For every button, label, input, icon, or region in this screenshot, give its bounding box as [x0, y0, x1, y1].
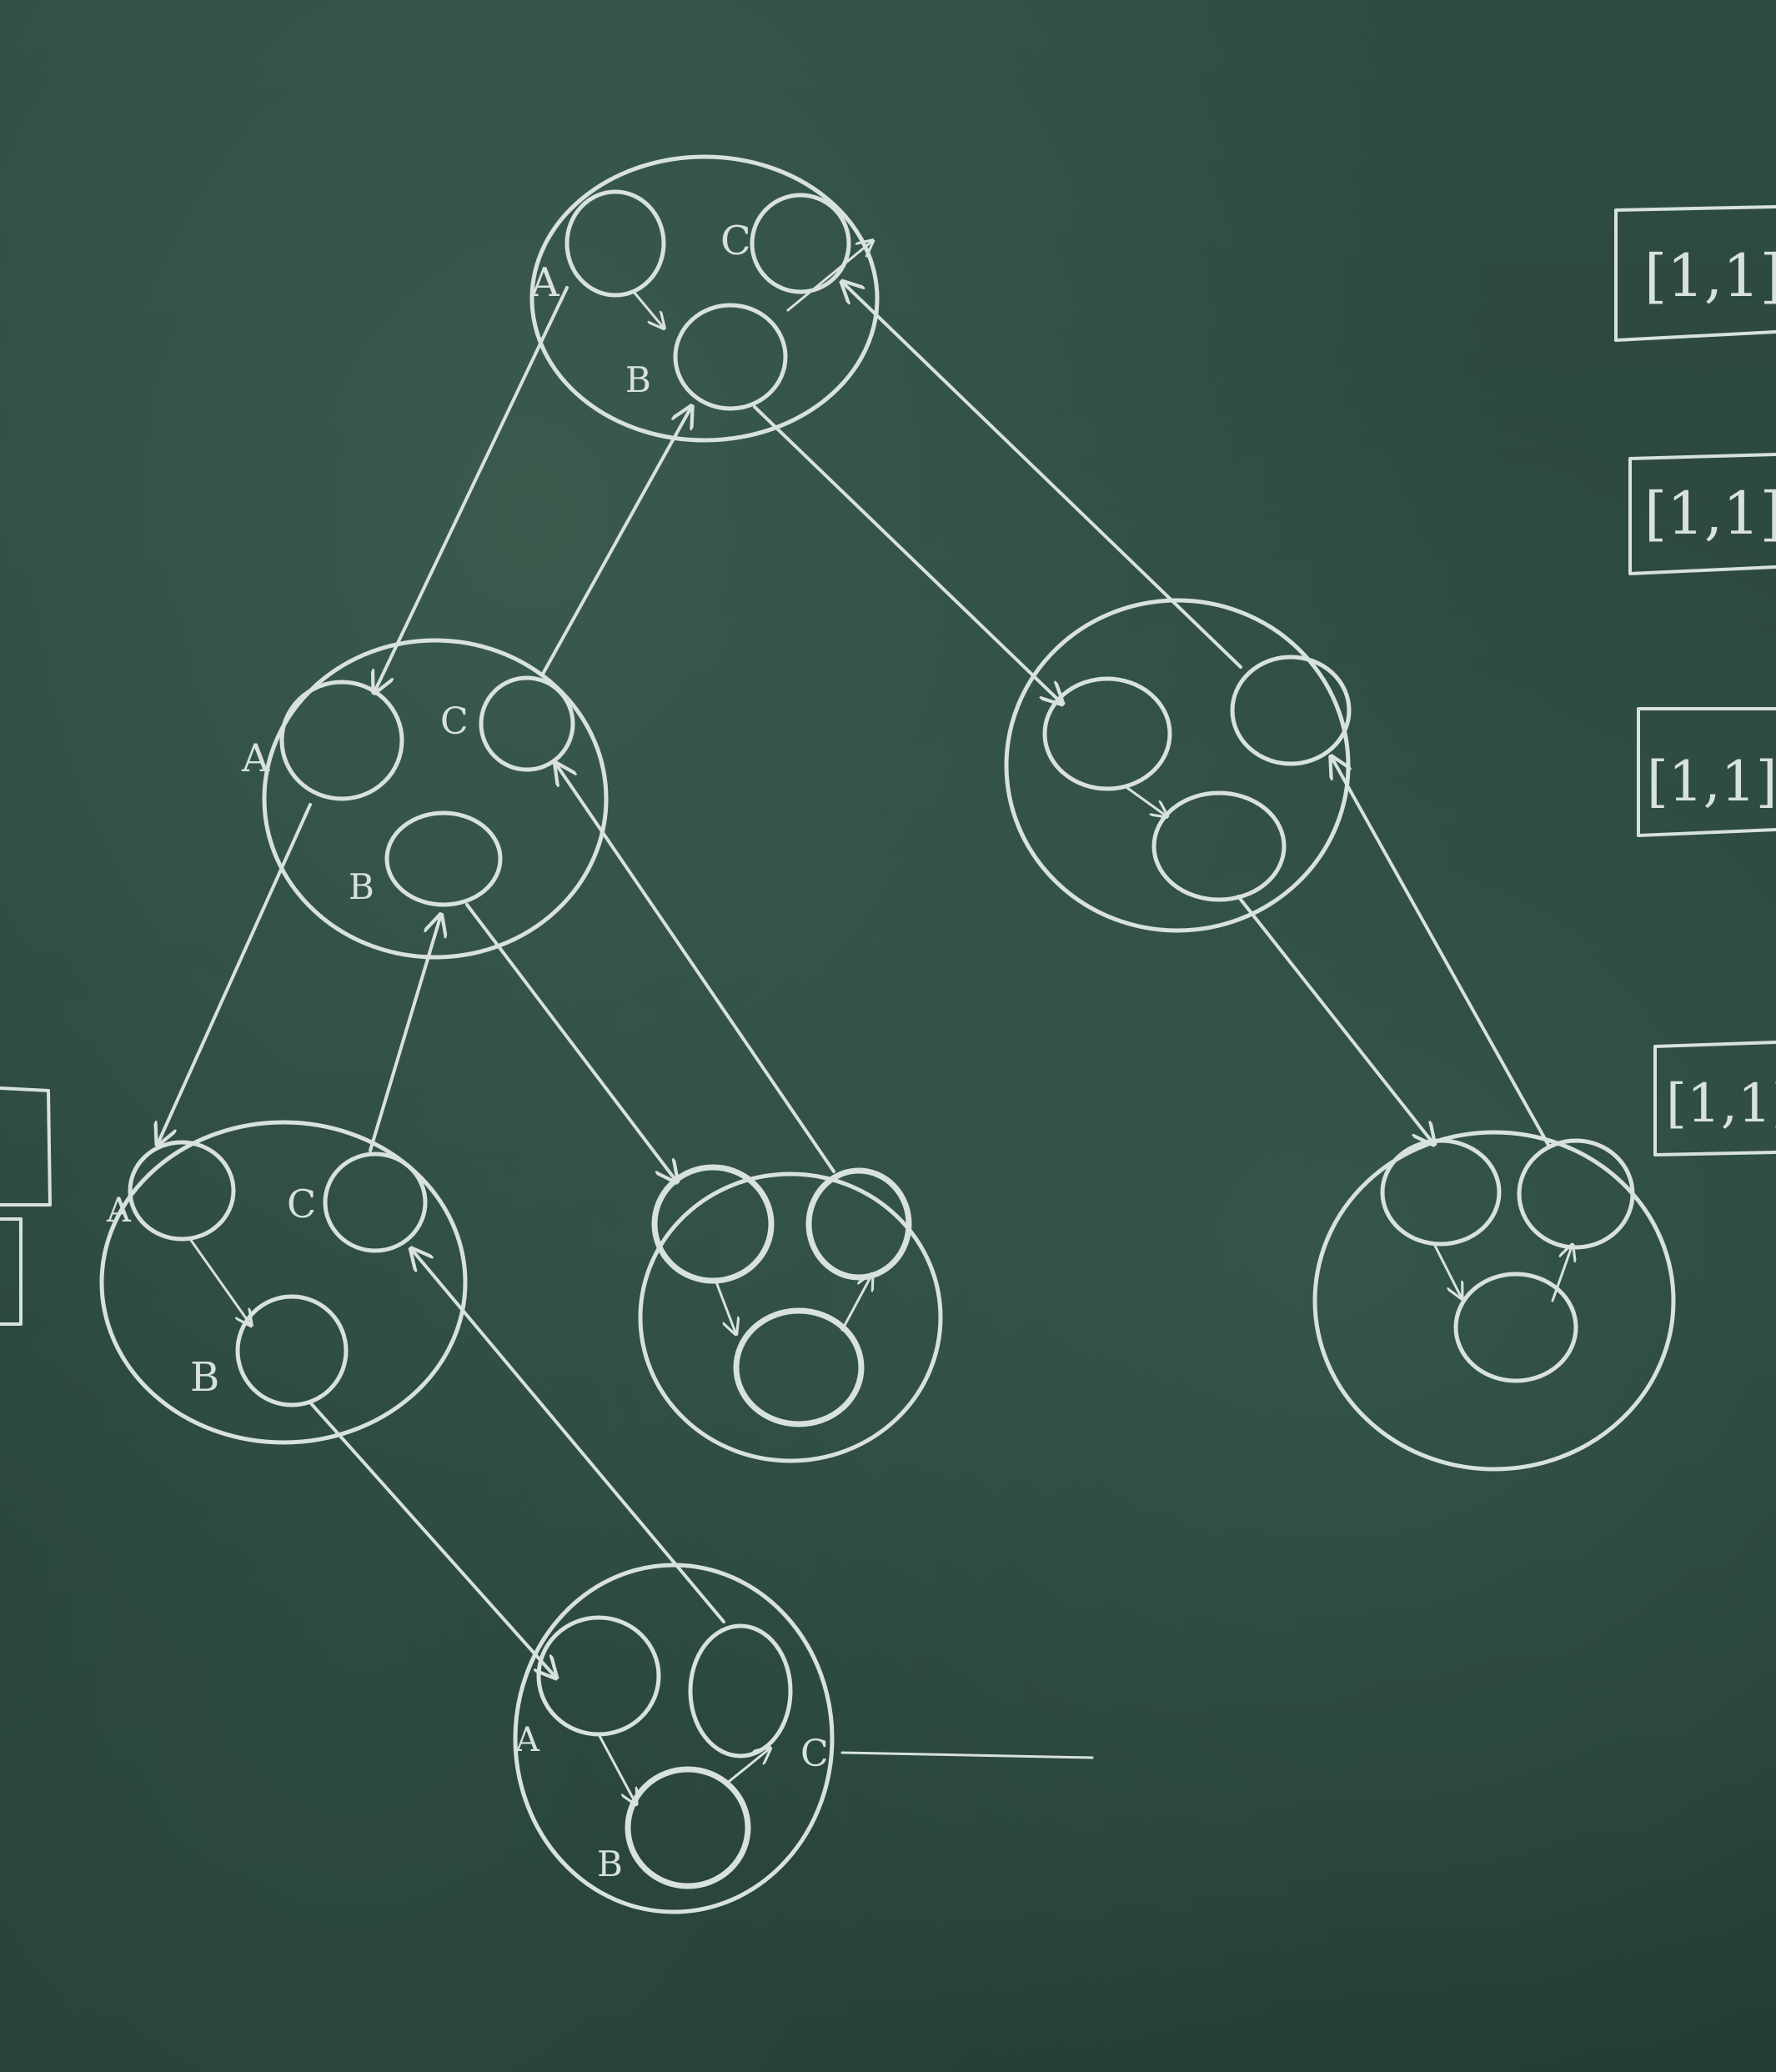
edge-bottom-c-to-lowleft-c	[413, 1251, 725, 1623]
box-3-text: [1,1]	[1647, 750, 1776, 814]
box-2-frame	[1628, 453, 1776, 575]
inner-edge-bottom-a-b	[597, 1733, 635, 1803]
left-edge-marks	[0, 1086, 52, 1326]
node-low-right-outer	[1312, 1130, 1676, 1472]
node-bottom-label-c: C	[800, 1733, 829, 1775]
inner-edge-bottom-b-c	[724, 1749, 769, 1786]
edge-top-b-to-midright	[753, 405, 1061, 702]
inner-edge-lowmid-3-2	[840, 1276, 871, 1332]
inner-edges	[188, 242, 1572, 1803]
node-bottom-state-a	[536, 1615, 661, 1737]
node-low-left-outer	[99, 1120, 468, 1445]
node-top: A C B	[529, 154, 880, 443]
node-top-label-b: B	[625, 359, 651, 400]
node-mid-right	[1004, 598, 1352, 933]
node-top-outer	[529, 154, 880, 443]
edge-midleft-b-to-lowmid	[465, 903, 675, 1180]
inner-edge-lowright-1-3	[1432, 1242, 1461, 1297]
node-mid-left-label-b: B	[349, 866, 374, 907]
edge-midright-to-top-c	[844, 283, 1242, 669]
inner-edge-midright-1-3	[1126, 786, 1166, 815]
inner-edge-top-c	[786, 242, 871, 312]
node-top-label-a: A	[529, 259, 560, 306]
node-bottom-label-a: A	[514, 1721, 540, 1759]
node-low-left-label-c: C	[287, 1181, 316, 1227]
box-4-frame	[1653, 1041, 1776, 1156]
node-low-left-state-a	[128, 1140, 236, 1242]
node-mid-left-state-a	[279, 680, 404, 801]
left-box-1	[0, 1086, 52, 1207]
node-low-left: A C B	[99, 1120, 468, 1445]
node-mid-left-state-c	[479, 675, 575, 772]
box-3-frame	[1637, 707, 1776, 837]
box-1-frame	[1614, 205, 1776, 342]
node-low-right-state-3	[1453, 1272, 1578, 1383]
node-low-right-state-1	[1380, 1138, 1502, 1247]
node-mid-left-outer	[262, 638, 609, 960]
edge-top-a-to-midleft-a	[375, 286, 569, 690]
inner-edge-lowleft-a-b	[188, 1237, 250, 1324]
node-top-state-c	[750, 193, 851, 294]
node-low-mid	[638, 1164, 943, 1463]
node-bottom-label-b: B	[597, 1844, 623, 1884]
node-bottom: A C B	[513, 1563, 835, 1914]
left-box-2	[0, 1217, 23, 1326]
node-mid-left-state-b	[384, 810, 503, 907]
node-mid-left: A C B	[241, 638, 609, 960]
edge-midleft-a-to-lowleft-a	[158, 803, 312, 1142]
node-top-state-b	[673, 303, 788, 411]
node-low-mid-state-2	[805, 1167, 912, 1281]
edge-lowright-to-midright	[1332, 759, 1551, 1148]
edge-midright-to-lowright	[1237, 895, 1432, 1142]
chalk-line-bottom	[840, 1751, 1094, 1759]
node-mid-left-label-c: C	[440, 700, 469, 743]
node-low-left-label-a: A	[106, 1192, 132, 1230]
inner-edge-lowright-3-2	[1551, 1247, 1572, 1302]
box-2-text: [1,1]	[1644, 479, 1776, 548]
inner-edge-lowmid-1-3	[714, 1278, 735, 1332]
node-top-state-a	[564, 189, 666, 298]
edge-lowleft-c-to-midleft-b	[369, 917, 440, 1152]
node-bottom-state-b	[625, 1766, 751, 1889]
node-bottom-state-c	[688, 1623, 793, 1758]
node-low-left-state-b	[235, 1294, 349, 1407]
edges	[158, 283, 1551, 1676]
edge-lowleft-b-to-bottom-a	[309, 1401, 554, 1676]
node-mid-right-state-1	[1042, 676, 1172, 791]
node-low-mid-state-3	[733, 1307, 865, 1427]
node-low-right	[1312, 1130, 1676, 1472]
node-mid-left-label-a: A	[241, 735, 270, 780]
node-mid-right-state-2	[1230, 655, 1352, 766]
right-boxes: [1,1] [1,1] [1,1] [1,1]	[1614, 205, 1776, 1156]
node-low-left-label-b: B	[190, 1354, 219, 1401]
box-4-text: [1,1]	[1666, 1073, 1776, 1135]
node-mid-right-state-3	[1151, 790, 1287, 902]
node-low-mid-outer	[638, 1171, 943, 1463]
node-bottom-outer	[513, 1563, 835, 1914]
node-low-mid-state-1	[651, 1164, 775, 1284]
edge-lowmid-to-midleft-c	[557, 765, 835, 1173]
node-low-left-state-c	[323, 1151, 428, 1253]
edge-midleft-c-to-top-b	[540, 409, 690, 677]
inner-edge-top-a-b	[632, 290, 663, 327]
box-1-text: [1,1]	[1644, 242, 1776, 310]
node-top-label-c: C	[720, 218, 751, 264]
node-low-right-state-2	[1517, 1138, 1635, 1250]
